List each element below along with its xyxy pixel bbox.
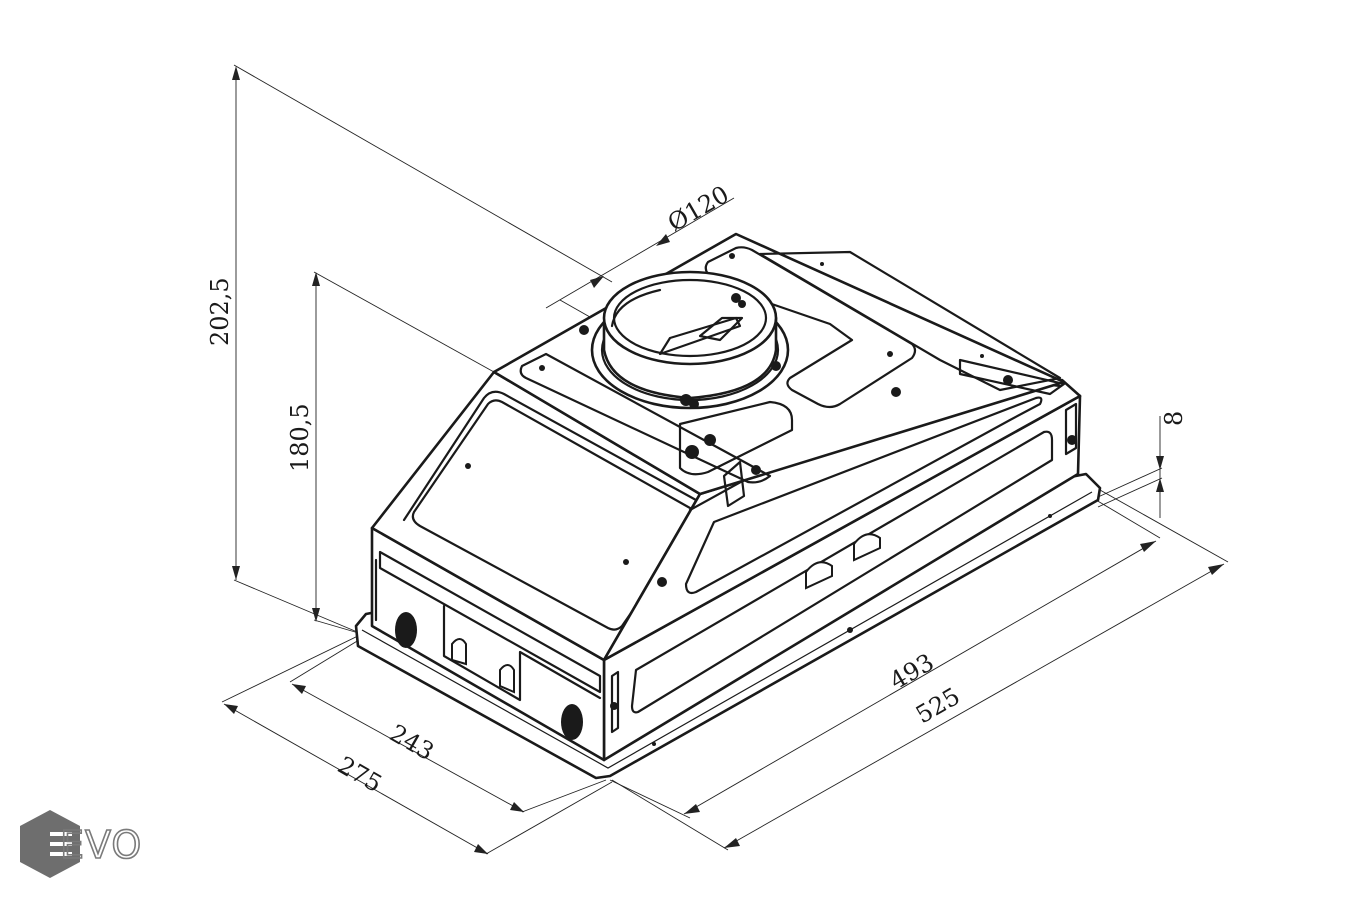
brand-logo: EVO <box>20 810 142 878</box>
outer-depth-label: 275 <box>333 751 387 798</box>
dimension-lines <box>221 64 1229 855</box>
duct-collar <box>590 270 790 410</box>
inner-depth-label: 243 <box>385 719 439 766</box>
cooker-hood-body <box>354 232 1102 780</box>
inner-width-label: 493 <box>885 648 939 695</box>
outer-width-label: 525 <box>911 682 965 729</box>
body-height-label: 180,5 <box>286 403 314 472</box>
total-height-label: 202,5 <box>206 277 234 346</box>
duct-diameter-label: Ø120 <box>663 180 734 237</box>
flange-label: 8 <box>1160 411 1188 426</box>
logo-text: EVO <box>60 823 142 867</box>
